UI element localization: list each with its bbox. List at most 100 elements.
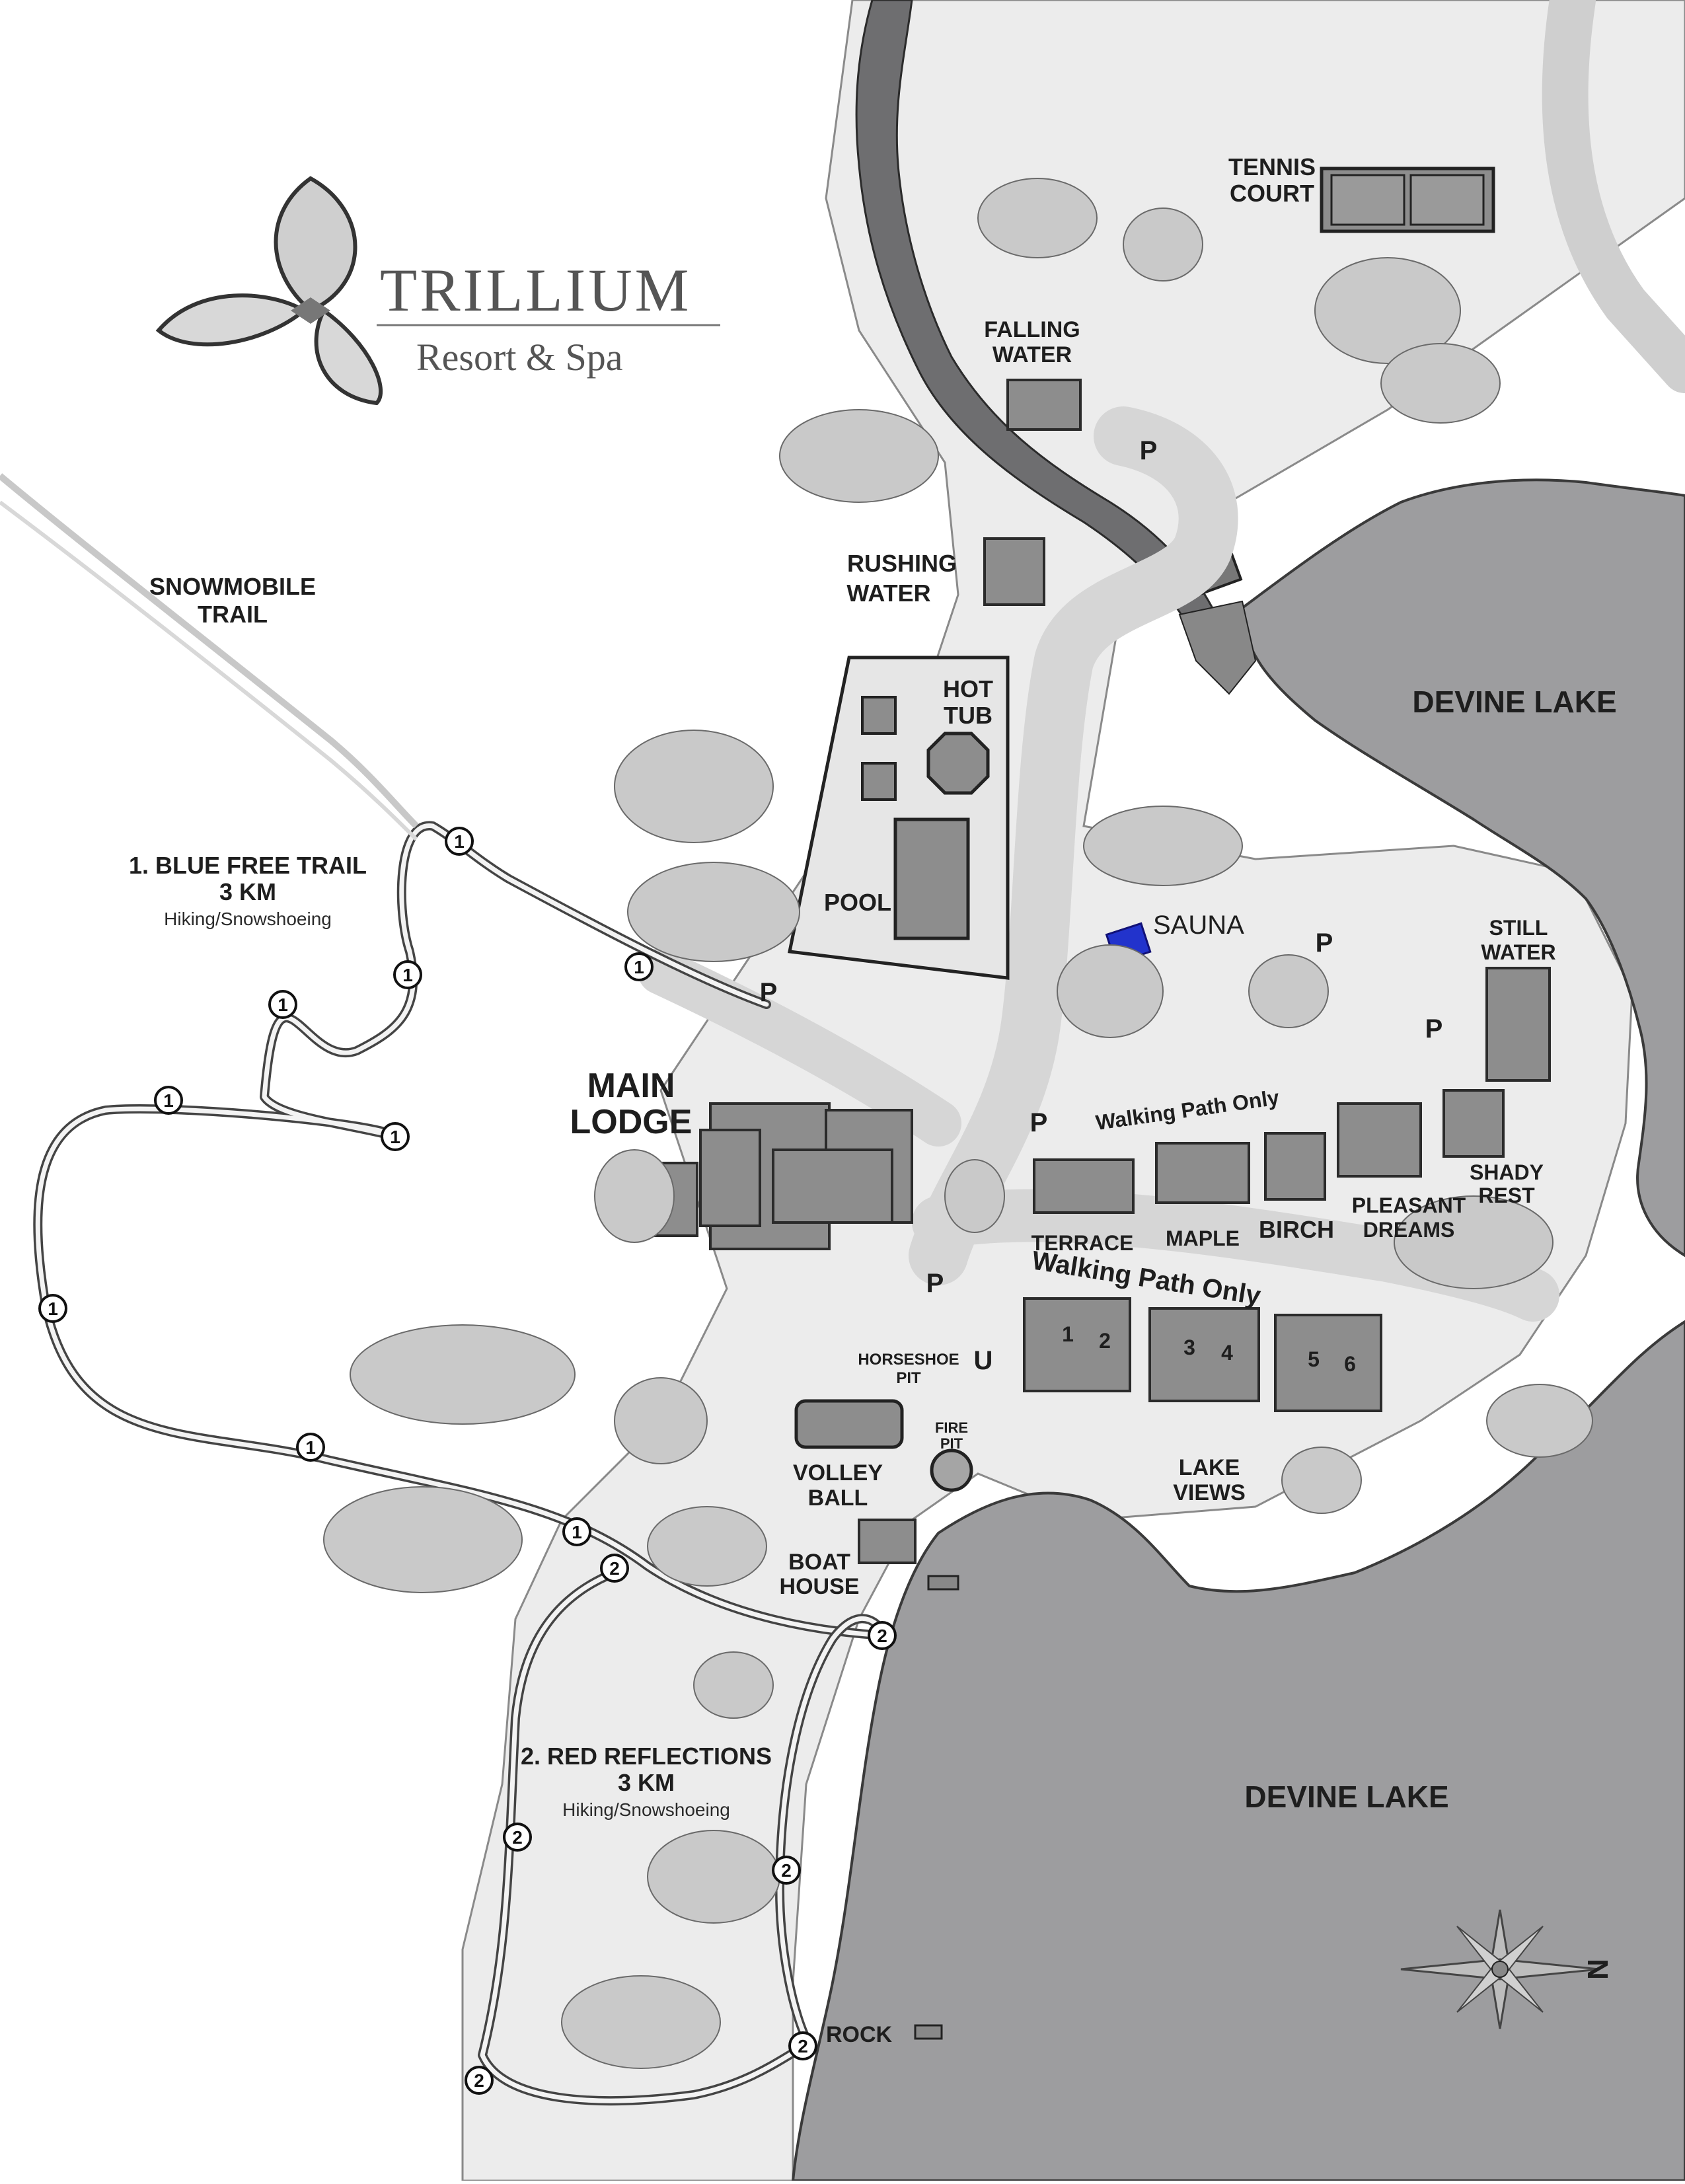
parking-lodge: P	[926, 1269, 944, 1298]
building-main-lodge	[643, 1102, 913, 1250]
trail-1-marker-3-circle	[393, 960, 422, 989]
trail-2-marker-1-circle	[600, 1554, 629, 1583]
trail-1-marker-9: 1	[562, 1517, 591, 1546]
road-main	[909, 406, 1238, 1285]
building-lake-views-3-4	[1148, 1307, 1260, 1402]
trail-2-marker-4-number: 2	[781, 1860, 792, 1881]
trail-1-marker-4-number: 1	[278, 995, 288, 1015]
trail-1-marker-8: 1	[296, 1433, 325, 1462]
trail-1-marker-6: 1	[381, 1122, 410, 1151]
label-volley-ball-2: BALL	[808, 1486, 868, 1511]
building-terrace	[1033, 1158, 1135, 1214]
cabin-number-4: 4	[1221, 1341, 1233, 1365]
building-birch	[1264, 1132, 1326, 1201]
trail-1-use: Hiking/Snowshoeing	[164, 909, 332, 929]
trail-2-name: 2. RED REFLECTIONS	[521, 1743, 772, 1770]
trail-1-marker-1-circle	[445, 827, 474, 856]
trail-1-marker-6-circle	[381, 1122, 410, 1151]
trillium-logo-icon	[155, 176, 383, 406]
buildings	[643, 379, 1551, 1564]
label-lake-views-2: VIEWS	[1173, 1480, 1246, 1505]
road-north	[1542, 0, 1685, 393]
label-pleasant-dreams-1: PLEASANT	[1352, 1193, 1466, 1217]
label-rushing-water-1: RUSHING	[847, 550, 957, 577]
trail-1-marker-7-circle	[38, 1294, 67, 1323]
building-still-water	[1485, 967, 1551, 1082]
building-maple	[1155, 1142, 1250, 1204]
trail-1-distance: 3 KM	[219, 878, 276, 905]
compass-rose-icon	[1400, 1909, 1600, 2029]
label-snowmobile-trail-2: TRAIL	[198, 601, 268, 628]
boat-dock	[927, 1575, 959, 1591]
label-snowmobile-trail-1: SNOWMOBILE	[149, 573, 316, 600]
label-hot-tub-2: TUB	[944, 702, 992, 729]
pool-area	[788, 656, 1010, 980]
label-compass-north: N	[1581, 1959, 1614, 1980]
trail-1-marker-9-number: 1	[572, 1522, 582, 1542]
label-horseshoe-pit-2: PIT	[896, 1369, 921, 1387]
trail-1-marker-3: 1	[393, 960, 422, 989]
label-main-lodge-1: MAIN	[587, 1067, 675, 1105]
building-rushing-water	[983, 537, 1045, 606]
trail-1-marker-7-number: 1	[48, 1299, 58, 1319]
trail-2-marker-3-circle	[503, 1823, 532, 1852]
road-lodge	[638, 948, 961, 1147]
logo-name: TRILLIUM	[380, 256, 691, 324]
label-tennis-court-2: COURT	[1230, 180, 1314, 207]
cabin-number-1: 1	[1062, 1322, 1074, 1346]
trail-2-marker-2: 2	[868, 1621, 897, 1650]
parking-still-water: P	[1425, 1014, 1443, 1043]
trail-1-marker-5: 1	[154, 1086, 183, 1115]
parking-pool: P	[760, 978, 778, 1007]
trail-1-marker-7: 1	[38, 1294, 67, 1323]
building-shady-rest	[1442, 1089, 1505, 1158]
label-sauna: SAUNA	[1153, 911, 1244, 940]
cabin-number-3: 3	[1183, 1336, 1195, 1359]
trail-2-marker-5-number: 2	[798, 2036, 808, 2056]
snowmobile-trail-2	[0, 500, 418, 841]
trail-2-marker-4: 2	[772, 1856, 801, 1885]
trail-1-marker-5-circle	[154, 1086, 183, 1115]
trail-2-marker-1: 2	[600, 1554, 629, 1583]
trail-2-marker-3: 2	[503, 1823, 532, 1852]
label-lake-views-1: LAKE	[1179, 1455, 1240, 1480]
trail-1-marker-1-number: 1	[454, 831, 465, 852]
pool-shed-2	[861, 762, 897, 801]
building-lake-views-5-6	[1274, 1314, 1382, 1412]
label-still-water-1: STILL	[1489, 916, 1548, 940]
trail-red-reflections-inner	[480, 1570, 888, 2103]
trail-2-marker-2-number: 2	[877, 1626, 887, 1646]
label-rushing-water-2: WATER	[846, 580, 930, 607]
trees	[323, 178, 1593, 2069]
label-shady-rest-1: SHADY	[1470, 1160, 1544, 1184]
trail-2-marker-6: 2	[465, 2066, 494, 2095]
label-tennis-court-1: TENNIS	[1228, 153, 1316, 180]
label-rock: ROCK	[826, 2022, 893, 2047]
label-falling-water-2: WATER	[992, 342, 1072, 367]
parking-terrace: P	[1030, 1108, 1048, 1137]
label-devine-lake-south: DEVINE LAKE	[1244, 1780, 1448, 1814]
trail-2-marker-4-circle	[772, 1856, 801, 1885]
parking-labels: P P P P P P	[760, 436, 1443, 1298]
cabin-numbers: 1 2 3 4 5 6	[1062, 1322, 1356, 1376]
rock-dock	[914, 2024, 943, 2040]
label-fire-pit-1: FIRE	[935, 1419, 968, 1436]
building-lake-views-1-2	[1023, 1297, 1131, 1392]
trail-1-marker-3-number: 1	[402, 965, 413, 985]
label-pleasant-dreams-2: DREAMS	[1363, 1218, 1455, 1242]
label-pool: POOL	[824, 889, 891, 916]
label-falling-water-1: FALLING	[984, 317, 1080, 342]
trail-2-marker-6-circle	[465, 2066, 494, 2095]
trail-1-marker-4: 1	[268, 990, 297, 1019]
labels: TRILLIUM Resort & Spa SNOWMOBILE TRAIL T…	[149, 153, 1617, 2047]
waterfall	[1178, 600, 1257, 695]
label-hot-tub-1: HOT	[943, 675, 993, 702]
cabin-number-6: 6	[1344, 1352, 1356, 1376]
trail-2-marker-2-circle	[868, 1621, 897, 1650]
trail-1-marker-6-number: 1	[390, 1127, 400, 1147]
hot-tub	[926, 732, 990, 795]
trail-1-marker-9-circle	[562, 1517, 591, 1546]
label-devine-lake-north: DEVINE LAKE	[1412, 685, 1616, 719]
